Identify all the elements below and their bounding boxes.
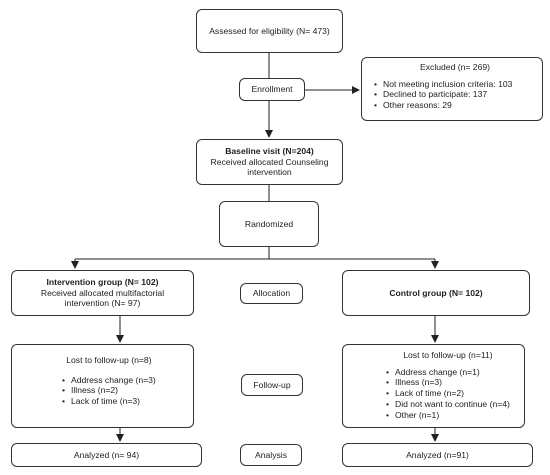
followup-label: Follow-up	[253, 379, 291, 390]
excluded-list: Not meeting inclusion criteria: 103 Decl…	[374, 79, 536, 111]
list-item: Address change (n=1)	[386, 367, 510, 378]
analysis-box: Analysis	[240, 444, 302, 466]
randomized-label: Randomized	[244, 218, 294, 229]
followup-box: Follow-up	[241, 374, 303, 396]
control-box: Control group (N= 102)	[342, 270, 530, 316]
allocation-label: Allocation	[252, 288, 291, 299]
list-item: Did not want to continue (n=4)	[386, 399, 510, 410]
baseline-title: Baseline visit (N=204)	[225, 145, 314, 156]
excluded-title: Excluded (n= 269)	[420, 62, 490, 72]
baseline-line2: Received allocated Counseling	[210, 156, 329, 167]
intervention-title: Intervention group (N= 102)	[46, 276, 159, 287]
control-analyzed-box: Analyzed (n=91)	[342, 443, 533, 467]
excluded-box: Excluded (n= 269) Not meeting inclusion …	[361, 57, 543, 121]
list-item: Lack of time (n=2)	[386, 388, 510, 399]
assessed-label: Assessed for eligibility (N= 473)	[209, 25, 330, 36]
enrollment-box: Enrollment	[239, 78, 305, 101]
randomized-box: Randomized	[219, 201, 319, 247]
list-item: Address change (n=3)	[62, 375, 156, 386]
allocation-box: Allocation	[240, 283, 303, 304]
intervention-lost-list: Address change (n=3) Illness (n=2) Lack …	[62, 375, 156, 407]
intervention-box: Intervention group (N= 102) Received all…	[11, 270, 194, 316]
assessed-box: Assessed for eligibility (N= 473)	[196, 9, 343, 53]
list-item: Other (n=1)	[386, 410, 510, 421]
intervention-lost-box: Lost to follow-up (n=8) Address change (…	[11, 344, 194, 428]
intervention-analyzed-label: Analyzed (n= 94)	[73, 449, 140, 460]
control-lost-box: Lost to follow-up (n=11) Address change …	[342, 344, 525, 428]
control-lost-list: Address change (n=1) Illness (n=3) Lack …	[386, 367, 510, 421]
analysis-label: Analysis	[255, 449, 287, 460]
intervention-analyzed-box: Analyzed (n= 94)	[11, 443, 202, 467]
intervention-line3: intervention (N= 97)	[64, 298, 141, 309]
intervention-lost-title: Lost to follow-up (n=8)	[66, 355, 152, 365]
list-item: Illness (n=3)	[386, 377, 510, 388]
control-title: Control group (N= 102)	[389, 287, 483, 298]
enrollment-label: Enrollment	[251, 84, 293, 95]
baseline-box: Baseline visit (N=204) Received allocate…	[196, 139, 343, 185]
intervention-line2: Received allocated multifactorial	[40, 287, 165, 298]
baseline-line3: intervention	[247, 167, 292, 178]
control-analyzed-label: Analyzed (n=91)	[406, 449, 469, 460]
control-lost-title: Lost to follow-up (n=11)	[403, 350, 493, 360]
list-item: Lack of time (n=3)	[62, 396, 156, 407]
list-item: Other reasons: 29	[374, 100, 536, 111]
list-item: Not meeting inclusion criteria: 103	[374, 79, 536, 90]
list-item: Declined to participate: 137	[374, 89, 536, 100]
list-item: Illness (n=2)	[62, 385, 156, 396]
